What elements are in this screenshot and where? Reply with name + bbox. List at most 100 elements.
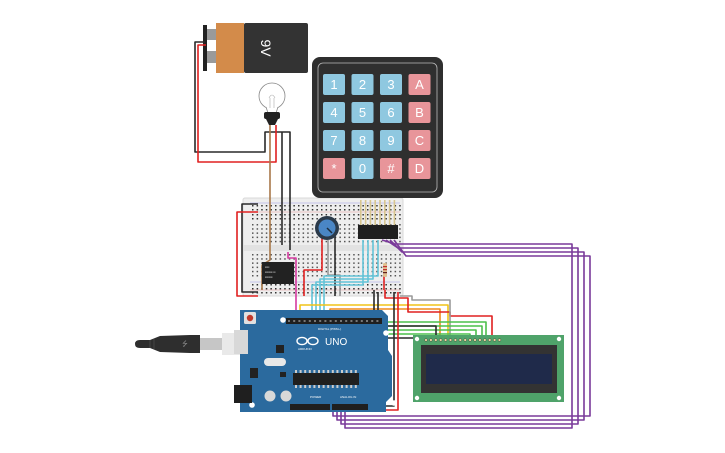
hole bbox=[298, 258, 300, 260]
hole bbox=[261, 218, 263, 220]
hole bbox=[256, 284, 259, 286]
hole bbox=[321, 214, 323, 216]
hole bbox=[330, 292, 332, 294]
light-bulb[interactable] bbox=[258, 82, 286, 125]
hole bbox=[261, 205, 263, 207]
hole bbox=[293, 270, 295, 273]
potentiometer[interactable] bbox=[315, 216, 339, 240]
wire-cyan bbox=[311, 240, 364, 318]
lcd-pin bbox=[463, 338, 467, 342]
hole bbox=[339, 205, 341, 207]
hole bbox=[265, 288, 268, 290]
hole bbox=[334, 214, 337, 216]
hole bbox=[330, 214, 332, 216]
hole bbox=[293, 275, 295, 277]
hole bbox=[270, 209, 272, 211]
hole bbox=[330, 262, 332, 264]
keypad-key-label: 0 bbox=[359, 161, 366, 176]
hole bbox=[302, 228, 305, 230]
hole bbox=[385, 284, 387, 286]
keypad-key-7[interactable]: 7 bbox=[323, 130, 345, 151]
keypad-key-A[interactable]: A bbox=[408, 74, 431, 95]
hole bbox=[399, 270, 401, 273]
chip-pin bbox=[299, 370, 302, 373]
keypad-key-#[interactable]: # bbox=[380, 158, 402, 179]
wire-purple bbox=[332, 239, 591, 417]
hole bbox=[316, 270, 318, 273]
hole bbox=[321, 275, 323, 277]
hole bbox=[302, 214, 305, 216]
hole bbox=[353, 209, 355, 211]
hole bbox=[270, 218, 272, 220]
battery-9v[interactable]: 9V bbox=[203, 23, 308, 73]
keypad-key-4[interactable]: 4 bbox=[323, 102, 345, 123]
hole bbox=[288, 254, 291, 256]
hole bbox=[256, 275, 259, 277]
lcd-pin bbox=[453, 338, 457, 342]
hole bbox=[390, 258, 392, 260]
hole bbox=[270, 236, 272, 239]
usb-icon: ⭍ bbox=[182, 340, 188, 348]
hole bbox=[316, 262, 318, 264]
keypad-key-3[interactable]: 3 bbox=[380, 74, 402, 95]
keypad-key-*[interactable]: * bbox=[323, 158, 345, 179]
hole bbox=[344, 224, 346, 226]
hole bbox=[399, 284, 401, 286]
hole bbox=[307, 266, 309, 269]
hole bbox=[376, 209, 378, 211]
hole bbox=[252, 214, 254, 216]
keypad-key-8[interactable]: 8 bbox=[351, 130, 374, 151]
hole bbox=[385, 218, 387, 220]
hole bbox=[298, 214, 300, 216]
keypad-key-label: * bbox=[331, 161, 336, 176]
hole bbox=[325, 288, 328, 290]
hole bbox=[321, 205, 323, 207]
hole bbox=[256, 218, 259, 220]
hole bbox=[339, 218, 341, 220]
resistor[interactable] bbox=[383, 263, 387, 277]
hole bbox=[275, 236, 277, 239]
hole bbox=[321, 292, 323, 294]
keypad-key-D[interactable]: D bbox=[408, 158, 431, 179]
keypad-key-B[interactable]: B bbox=[408, 102, 431, 123]
hole bbox=[311, 262, 314, 264]
lcd-pin bbox=[429, 338, 433, 342]
wire-red bbox=[236, 211, 258, 297]
keypad-key-C[interactable]: C bbox=[408, 130, 431, 151]
hole bbox=[284, 218, 286, 220]
hole bbox=[252, 228, 254, 230]
hole bbox=[339, 232, 341, 234]
hole bbox=[394, 224, 397, 226]
keypad-key-6[interactable]: 6 bbox=[380, 102, 402, 123]
chip-pin bbox=[345, 385, 348, 388]
hole bbox=[275, 224, 277, 226]
hole bbox=[385, 254, 387, 256]
hole bbox=[316, 218, 318, 220]
hole bbox=[256, 254, 259, 256]
arduino-uno[interactable]: DIGITAL (PWM~) ARDUINO UNO POWER ANALOG … bbox=[234, 310, 397, 412]
hole bbox=[325, 240, 328, 243]
hole bbox=[284, 288, 286, 290]
hole bbox=[394, 284, 397, 286]
digital-label: DIGITAL (PWM~) bbox=[318, 327, 341, 331]
relay-module[interactable]: ▪▪▪▪ ▪▪▪▪▪▪▪ ▪▪ ▪▪▪▪▪▪▪ bbox=[262, 262, 294, 284]
hole bbox=[298, 270, 300, 273]
hole bbox=[390, 275, 392, 277]
hole bbox=[357, 218, 360, 220]
hole bbox=[380, 292, 383, 294]
hole bbox=[293, 240, 295, 243]
keypad-key-2[interactable]: 2 bbox=[351, 74, 374, 95]
keypad-key-5[interactable]: 5 bbox=[351, 102, 374, 123]
usb-cable[interactable]: ⭍ bbox=[135, 333, 250, 355]
hole bbox=[380, 288, 383, 290]
keypad-key-9[interactable]: 9 bbox=[380, 130, 402, 151]
keypad-key-0[interactable]: 0 bbox=[351, 158, 374, 179]
hole bbox=[399, 262, 401, 264]
hole bbox=[307, 209, 309, 211]
hole bbox=[399, 275, 401, 277]
keypad-key-1[interactable]: 1 bbox=[323, 74, 345, 95]
lcd-16x2[interactable] bbox=[413, 335, 564, 402]
hole bbox=[298, 292, 300, 294]
